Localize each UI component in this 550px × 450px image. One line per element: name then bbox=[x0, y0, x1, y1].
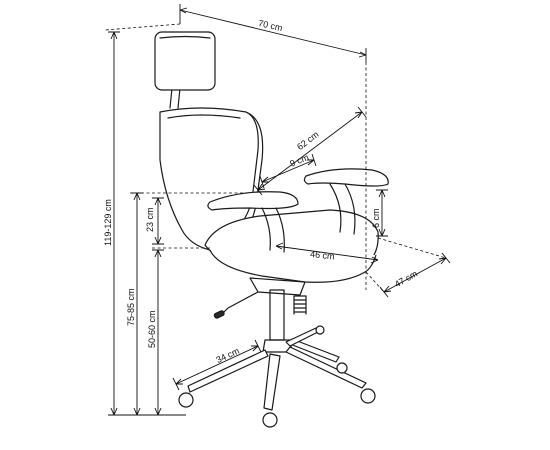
label-depth: 62 cm bbox=[295, 129, 321, 152]
seat-shell bbox=[209, 249, 377, 283]
label-armrest-seat: 23 cm bbox=[145, 207, 155, 232]
label-seat-height: 50-60 cm bbox=[147, 310, 157, 348]
label-width: 70 cm bbox=[257, 18, 283, 33]
label-base-radius: 34 cm bbox=[214, 346, 240, 365]
dim-line-seat-width bbox=[275, 245, 379, 261]
label-total-height: 119-129 cm bbox=[103, 199, 113, 246]
base-leg-1 bbox=[187, 349, 269, 393]
base-leg-3 bbox=[285, 346, 367, 389]
headrest-post bbox=[169, 87, 181, 109]
headrest bbox=[154, 31, 216, 91]
armrest-left-support bbox=[261, 207, 285, 253]
label-armrest-height: 6 cm bbox=[371, 208, 381, 228]
armrest-right-support bbox=[329, 183, 356, 235]
base-leg-2 bbox=[263, 353, 281, 411]
tilt-lever bbox=[219, 291, 259, 317]
caster-5 bbox=[315, 325, 325, 335]
dimension-labels: 70 cm 62 cm 9 cm 6 cm 23 cm 46 cm 47 cm … bbox=[103, 18, 419, 365]
caster-2 bbox=[262, 412, 278, 428]
armrest-right bbox=[303, 168, 389, 187]
armrest-left bbox=[207, 191, 299, 211]
label-seat-depth: 47 cm bbox=[393, 268, 419, 289]
label-armrest-floor: 75-85 cm bbox=[126, 288, 136, 326]
chair-drawing bbox=[154, 31, 389, 428]
label-seat-width: 46 cm bbox=[310, 249, 335, 262]
caster-4 bbox=[336, 362, 348, 374]
gas-cylinder bbox=[269, 289, 285, 341]
dimension-lines bbox=[104, 4, 451, 416]
spring bbox=[293, 295, 307, 315]
mechanism bbox=[249, 277, 306, 296]
caster-1 bbox=[178, 392, 194, 408]
caster-3 bbox=[360, 388, 376, 404]
